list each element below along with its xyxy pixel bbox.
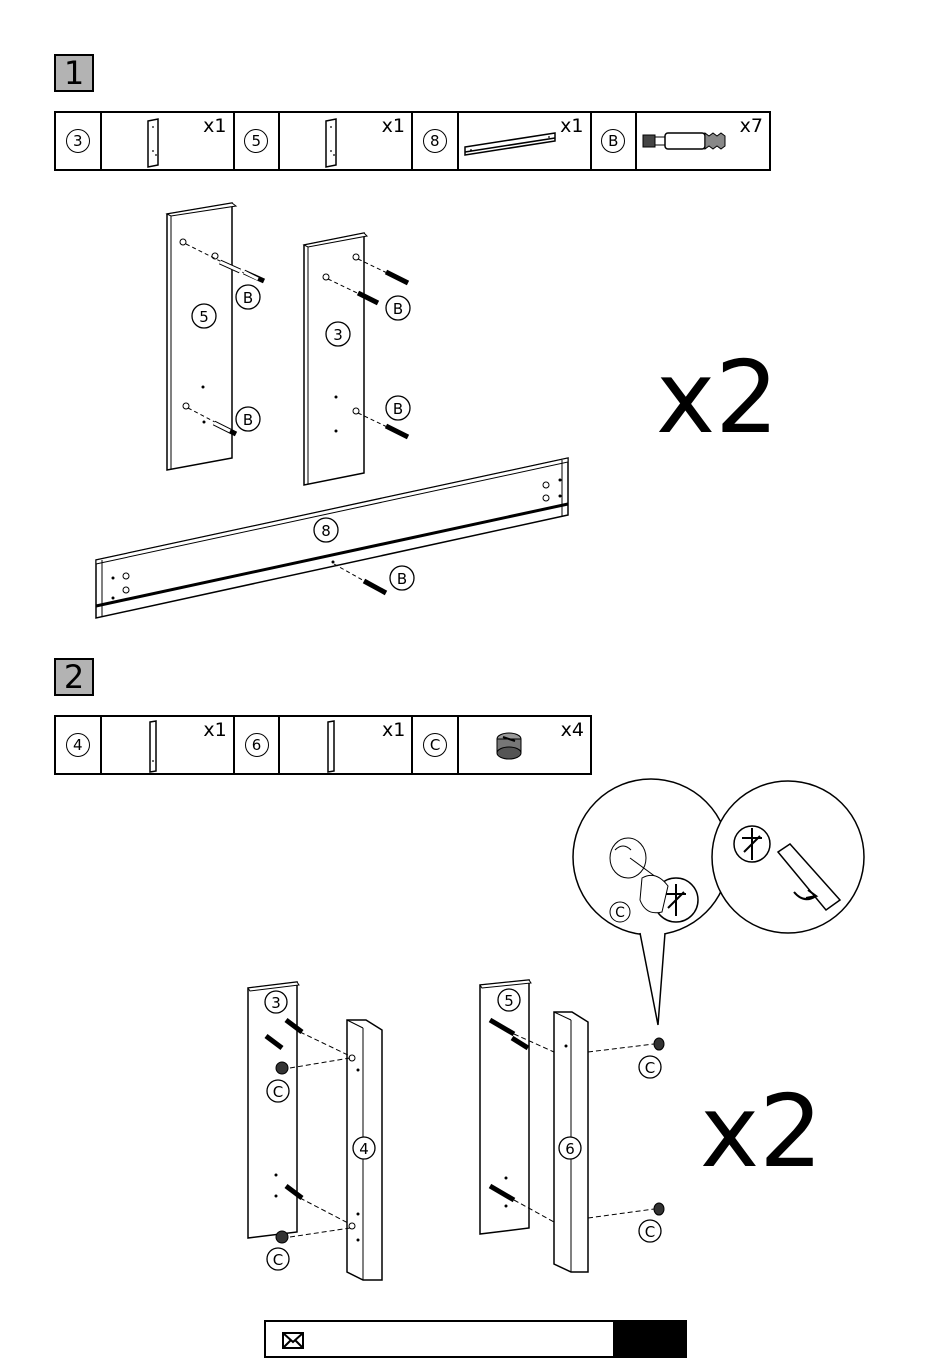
footer-black-block	[613, 1322, 685, 1356]
svg-text:C: C	[645, 1059, 655, 1077]
svg-text:4: 4	[359, 1140, 369, 1158]
cam-lock-c	[654, 1038, 664, 1050]
label-c: C	[267, 1248, 289, 1270]
label-3: 3	[265, 991, 287, 1013]
panel-3	[248, 982, 302, 1238]
screwdriver-detail-callout	[712, 781, 864, 933]
label-4: 4	[353, 1137, 375, 1159]
label-c: C	[267, 1080, 289, 1102]
svg-text:5: 5	[504, 992, 514, 1010]
svg-text:C: C	[273, 1083, 283, 1101]
svg-text:C: C	[615, 905, 625, 921]
label-c: C	[639, 1056, 661, 1078]
cam-lock-c	[276, 1062, 288, 1074]
svg-text:3: 3	[271, 994, 281, 1012]
cam-lock-detail-callout: C	[573, 779, 729, 1025]
label-6: 6	[559, 1137, 581, 1159]
svg-text:6: 6	[565, 1140, 575, 1158]
svg-text:C: C	[273, 1251, 283, 1269]
footer-contact-box	[264, 1320, 687, 1358]
footer-envelope-cell	[266, 1322, 613, 1356]
cam-lock-c	[276, 1231, 288, 1243]
label-5: 5	[498, 989, 520, 1011]
cam-lock-c	[654, 1203, 664, 1215]
svg-text:C: C	[645, 1223, 655, 1241]
label-c: C	[639, 1220, 661, 1242]
step-2-multiplier: x2	[700, 1082, 823, 1182]
envelope-icon	[280, 1326, 310, 1356]
panel-5	[480, 980, 531, 1234]
